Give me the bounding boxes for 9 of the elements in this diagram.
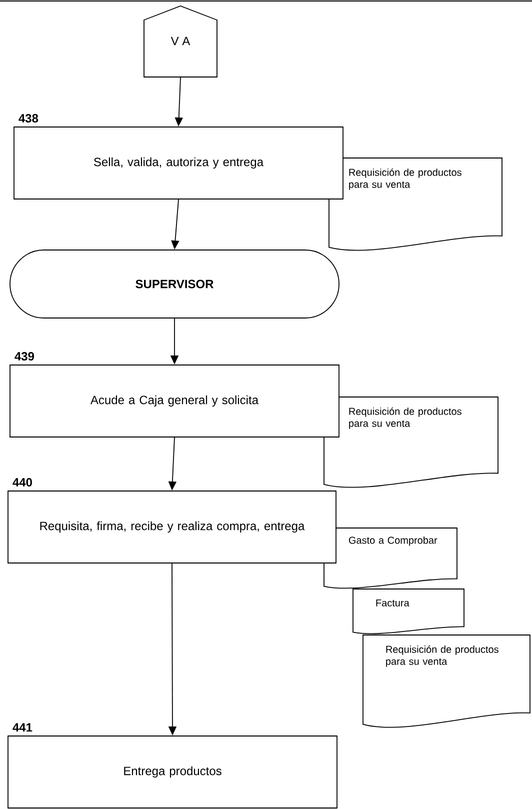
step-number: 439	[14, 352, 34, 361]
process-box: Acude a Caja general y solicita	[10, 364, 340, 438]
process-box: Entrega productos	[8, 736, 338, 808]
process-box: Requisita, firma, recibe y realiza compra, entrega	[8, 490, 336, 564]
step-number: 440	[12, 478, 32, 487]
off-page-connector: V A	[144, 6, 218, 78]
step-number: 441	[12, 723, 32, 732]
step-number: 438	[18, 114, 38, 123]
process-box: Sella, valida, autoriza y entrega	[14, 126, 344, 200]
